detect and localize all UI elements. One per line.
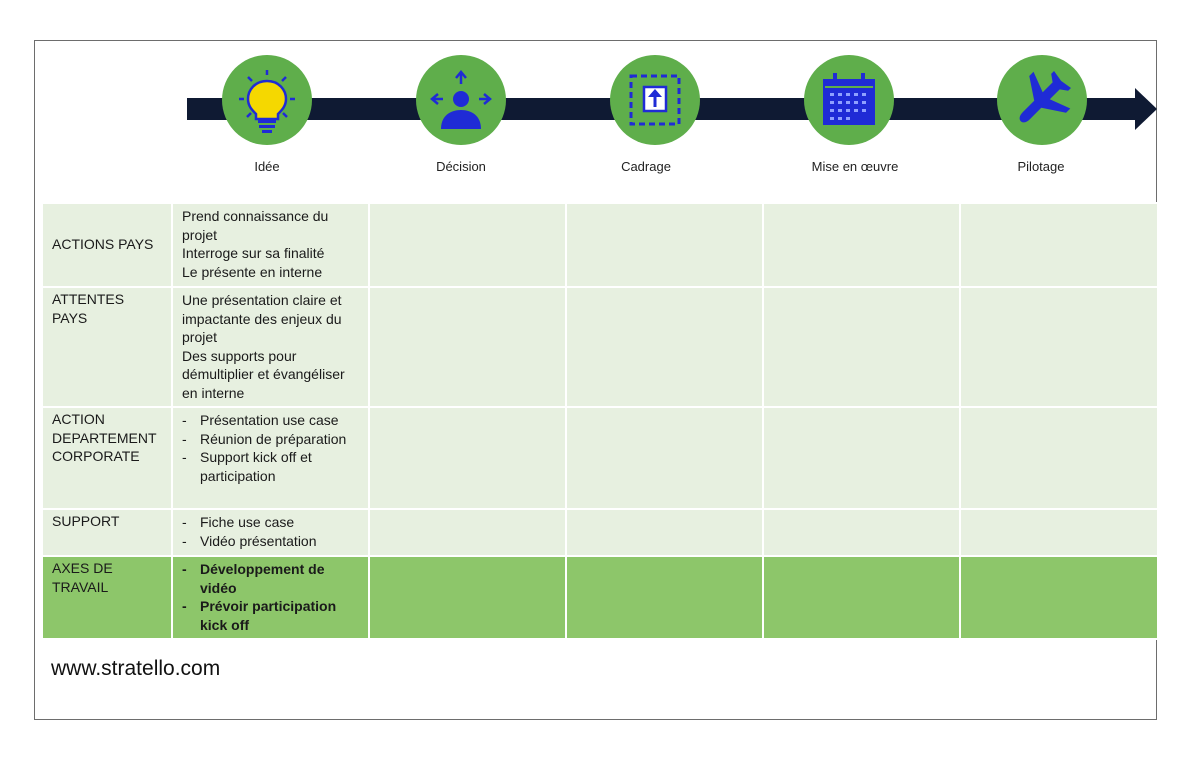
empty-cell <box>565 508 764 557</box>
cell-line: Une présentation claire et impactante de… <box>182 292 342 345</box>
row-header-action-departement: ACTION DEPARTEMENT CORPORATE <box>41 406 173 510</box>
row-header-support: SUPPORT <box>41 508 173 557</box>
stage-label-mise-en-oeuvre: Mise en œuvre <box>811 159 899 174</box>
dash-mark: - <box>182 430 187 447</box>
table-row: ACTION DEPARTEMENT CORPORATE -Présentati… <box>41 406 1159 510</box>
list-item: -Développement de vidéo <box>182 560 360 597</box>
stage-mise-en-oeuvre-node <box>804 55 894 145</box>
bullet-list: -Présentation use case -Réunion de prépa… <box>182 411 360 485</box>
empty-cell <box>959 286 1159 408</box>
timeline-graphic <box>187 55 1157 145</box>
document-frame: Idée Décision Cadrage Mise en œuvre Pilo… <box>34 40 1159 720</box>
dash-mark: - <box>182 561 187 577</box>
list-item-text: Prévoir participation kick off <box>200 598 337 633</box>
row-header-attentes-pays: ATTENTES PAYS <box>41 286 173 408</box>
row-cell-axes-de-travail: -Développement de vidéo -Prévoir partici… <box>171 555 370 640</box>
timeline-arrow-head <box>1135 88 1157 130</box>
row-cell-actions-pays: Prend connaissance du projet Interroge s… <box>171 202 370 288</box>
list-item: -Prévoir participation kick off <box>182 597 360 634</box>
list-item-text: Réunion de préparation <box>200 430 347 447</box>
frame-arrow-up-icon <box>629 74 681 126</box>
dash-mark: - <box>182 412 187 428</box>
bullet-list: -Développement de vidéo -Prévoir partici… <box>182 560 360 634</box>
process-timeline: Idée Décision Cadrage Mise en œuvre Pilo… <box>35 41 1158 201</box>
cell-line: Le présente en interne <box>182 263 323 280</box>
table-row: ATTENTES PAYS Une présentation claire et… <box>41 286 1159 408</box>
stage-decision-node <box>416 55 506 145</box>
empty-cell <box>368 286 567 408</box>
empty-cell <box>959 555 1159 640</box>
table-row: ACTIONS PAYS Prend connaissance du proje… <box>41 202 1159 288</box>
empty-cell <box>762 286 961 408</box>
list-item: -Réunion de préparation <box>182 430 360 449</box>
person-arrows-icon <box>430 70 492 129</box>
row-cell-support: -Fiche use case -Vidéo présentation <box>171 508 370 557</box>
stage-label-cadrage: Cadrage <box>621 159 671 174</box>
empty-cell <box>368 202 567 288</box>
stage-label-decision: Décision <box>436 159 486 174</box>
stage-cadrage-node <box>610 55 700 145</box>
list-item-text: Support kick off et participation <box>200 449 312 484</box>
empty-cell <box>368 555 567 640</box>
list-item-text: Vidéo présentation <box>200 532 317 549</box>
list-item-text: Présentation use case <box>200 412 339 428</box>
bullet-list: -Fiche use case -Vidéo présentation <box>182 513 360 550</box>
empty-cell <box>959 406 1159 510</box>
airplane-icon <box>1019 71 1071 123</box>
list-item-text: Développement de vidéo <box>200 561 325 596</box>
list-item-text: Fiche use case <box>200 514 295 530</box>
empty-cell <box>565 555 764 640</box>
stage-pilotage-node <box>997 55 1087 145</box>
empty-cell <box>762 555 961 640</box>
empty-cell <box>565 202 764 288</box>
empty-cell <box>959 202 1159 288</box>
row-header-actions-pays: ACTIONS PAYS <box>41 202 173 288</box>
list-item: -Fiche use case <box>182 513 360 532</box>
row-cell-action-departement: -Présentation use case -Réunion de prépa… <box>171 406 370 510</box>
cell-line: Interroge sur sa finalité <box>182 245 325 261</box>
empty-cell <box>959 508 1159 557</box>
stage-label-pilotage: Pilotage <box>1017 159 1065 174</box>
calendar-icon <box>823 73 875 125</box>
table-row: SUPPORT -Fiche use case -Vidéo présentat… <box>41 508 1159 557</box>
row-cell-attentes-pays: Une présentation claire et impactante de… <box>171 286 370 408</box>
row-header-axes-de-travail: AXES DE TRAVAIL <box>41 555 173 640</box>
empty-cell <box>762 202 961 288</box>
list-item: -Présentation use case <box>182 411 360 430</box>
empty-cell <box>565 406 764 510</box>
table-row-highlighted: AXES DE TRAVAIL -Développement de vidéo … <box>41 555 1159 640</box>
dash-mark: - <box>182 532 187 549</box>
list-item: -Support kick off et participation <box>182 448 360 485</box>
stakeholder-table: ACTIONS PAYS Prend connaissance du proje… <box>41 202 1159 640</box>
stage-idee-node <box>222 55 312 145</box>
empty-cell <box>762 406 961 510</box>
stage-label-idee: Idée <box>254 159 280 174</box>
cell-line: Des supports pour démultiplier et évangé… <box>182 347 345 401</box>
dash-mark: - <box>182 514 187 530</box>
lightbulb-icon <box>239 70 295 133</box>
dash-mark: - <box>182 598 187 614</box>
footer-url: www.stratello.com <box>51 657 221 680</box>
cell-line: Prend connaissance du projet <box>182 208 329 243</box>
dash-mark: - <box>182 449 187 465</box>
list-item: -Vidéo présentation <box>182 532 360 551</box>
empty-cell <box>565 286 764 408</box>
empty-cell <box>368 406 567 510</box>
empty-cell <box>368 508 567 557</box>
empty-cell <box>762 508 961 557</box>
